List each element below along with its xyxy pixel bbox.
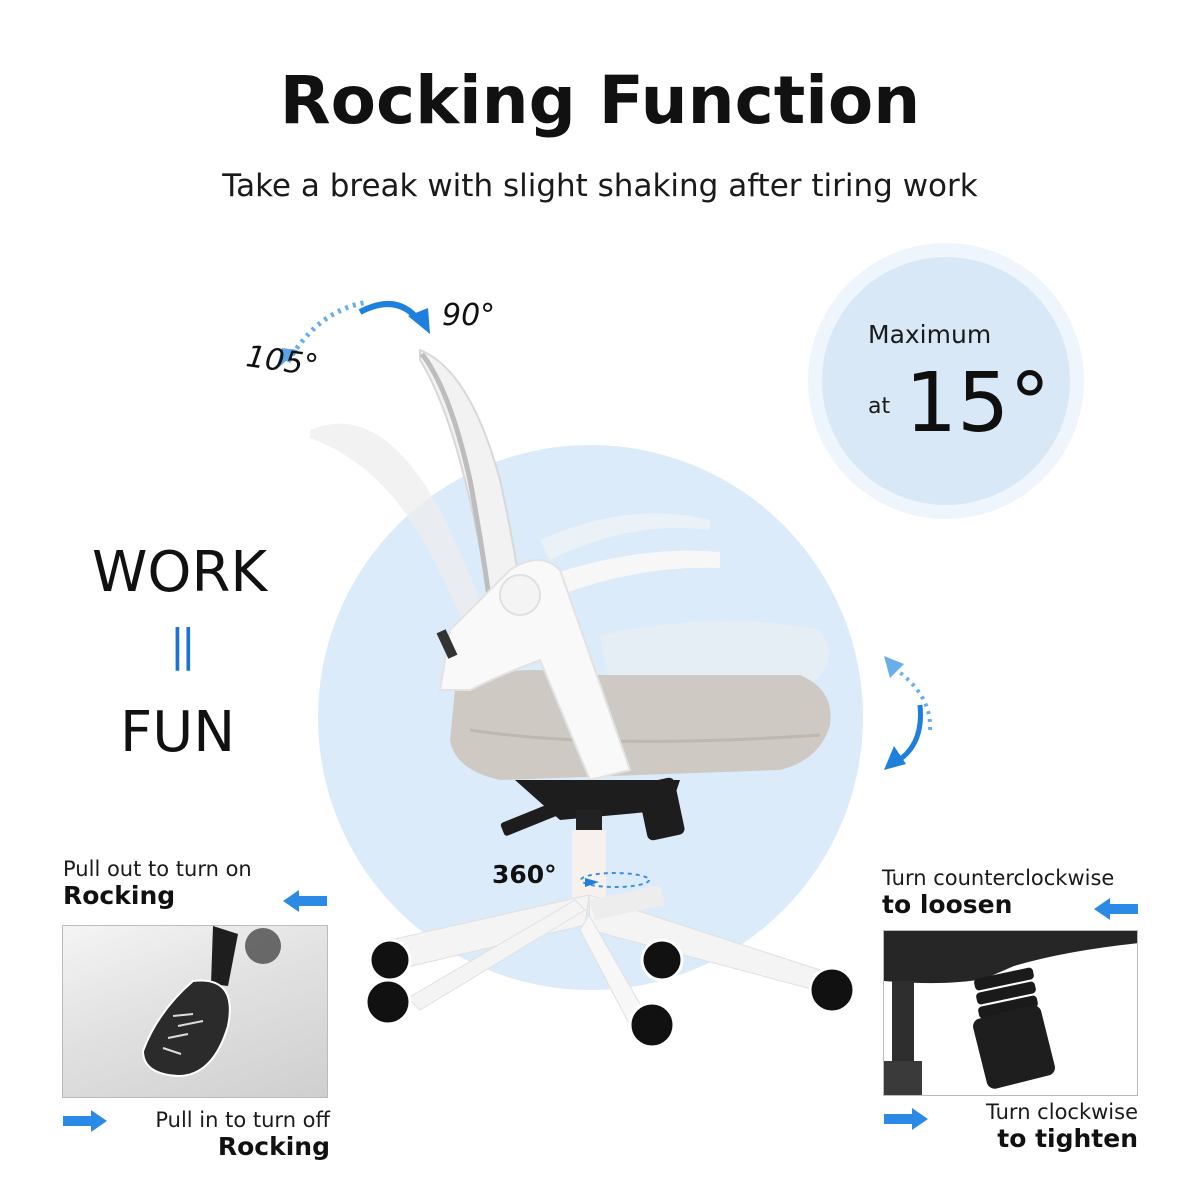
rocking-on-text: Pull out to turn on [63,857,252,881]
office-chair-illustration [310,348,856,1049]
rocking-lever-photo [62,925,328,1098]
max-badge-value: 15° [905,356,1051,451]
slogan-top: WORK [92,540,268,605]
rocking-on-bold: Rocking [63,881,176,910]
rocking-on-caption: Pull out to turn on Rocking [63,857,252,910]
recline-arrow-icon [276,299,430,370]
rocking-arrow-icon [884,656,933,770]
tighten-caption: Turn clockwise to tighten [950,1100,1138,1153]
loosen-bold: to loosen [882,890,1013,919]
tighten-bold: to tighten [997,1124,1138,1153]
swivel-label: 360° [492,860,557,889]
max-badge-prefix: at [868,394,891,419]
rocking-off-text: Pull in to turn off [155,1108,330,1132]
tighten-text: Turn clockwise [985,1100,1138,1124]
arrow-left-icon [283,890,327,912]
loosen-caption: Turn counterclockwise to loosen [882,866,1114,919]
rocking-off-bold: Rocking [217,1132,330,1161]
page-title: Rocking Function [279,62,921,139]
tension-knob-photo [883,930,1138,1096]
slogan-bottom: FUN [120,700,236,765]
arrow-right-icon [884,1108,928,1130]
arrow-right-icon [63,1110,107,1132]
page-subtitle: Take a break with slight shaking after t… [222,168,978,204]
slogan-separator: || [170,620,196,671]
loosen-text: Turn counterclockwise [882,866,1115,890]
swivel-arrow-icon [580,872,650,888]
max-badge-label: Maximum [868,320,992,349]
rocking-off-caption: Pull in to turn off Rocking [140,1108,330,1161]
max-badge-disc [822,257,1070,505]
recline-angle-end: 90° [442,298,496,333]
arrow-left-icon [1094,898,1138,920]
